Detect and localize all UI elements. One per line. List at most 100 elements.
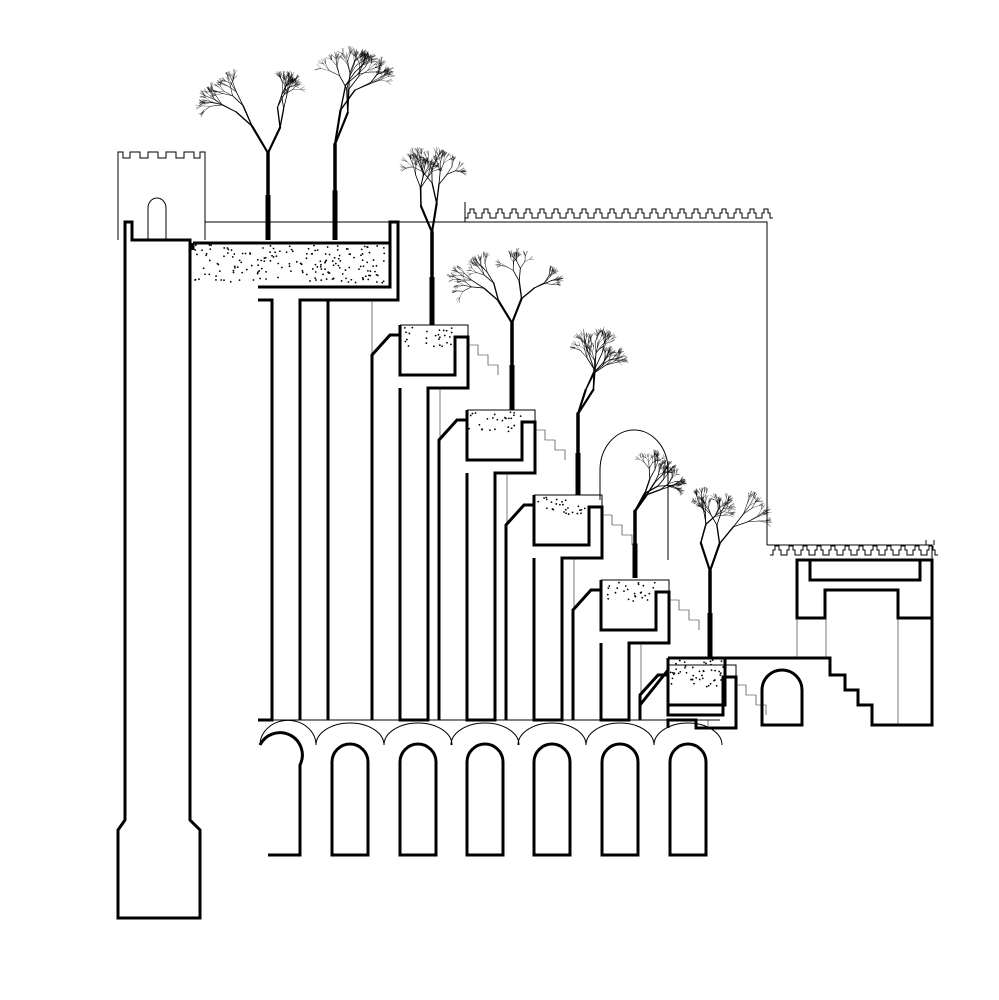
- soil-dot: [295, 260, 298, 263]
- soil-dot: [269, 251, 271, 254]
- soil-dot: [691, 666, 694, 669]
- soil-dot: [372, 265, 374, 268]
- arch-curve: [450, 722, 520, 746]
- soil-dot: [333, 256, 336, 259]
- soil-dot: [684, 665, 687, 667]
- soil-dot: [670, 682, 673, 685]
- soil-dot: [368, 251, 371, 254]
- soil-dot: [496, 418, 499, 421]
- soil-dot: [715, 685, 718, 687]
- soil-dot: [337, 264, 340, 267]
- soil-dot: [226, 247, 229, 249]
- soil-dot: [362, 265, 365, 268]
- soil-dot: [249, 253, 252, 255]
- soil-dot: [623, 590, 625, 593]
- soil-dot: [486, 417, 489, 420]
- soil-dot: [367, 278, 370, 281]
- soil-dot: [616, 587, 619, 589]
- stair-hint: [535, 429, 566, 460]
- soil-dot: [269, 244, 272, 247]
- soil-dot: [288, 262, 291, 265]
- soil-dot: [707, 684, 710, 687]
- soil-dot: [669, 671, 672, 674]
- soil-dot: [326, 246, 329, 248]
- soil-dot: [690, 678, 692, 681]
- soil-dot: [376, 274, 379, 277]
- soil-dot: [245, 268, 248, 271]
- left-tower: [116, 151, 206, 920]
- soil-dot: [280, 266, 283, 269]
- soil-dot: [369, 270, 372, 273]
- soil-dot: [709, 660, 712, 663]
- soil-dot: [713, 679, 716, 681]
- soil-dot: [443, 334, 446, 337]
- tree: [570, 326, 629, 495]
- arcade: [258, 719, 723, 857]
- soil-dot: [618, 581, 620, 584]
- soil-dot: [493, 413, 496, 416]
- soil-dot: [269, 259, 272, 262]
- planter-box: [465, 410, 537, 722]
- soil-dot: [404, 340, 407, 343]
- soil-dot: [510, 417, 513, 420]
- soil-dot: [405, 338, 408, 341]
- planter-box: [532, 495, 604, 722]
- soil-dot: [407, 345, 410, 347]
- soil-dot: [555, 498, 558, 501]
- soil-dot: [652, 586, 655, 589]
- soil-dot: [383, 252, 386, 255]
- planter-rim: [601, 579, 670, 592]
- soil-dot: [478, 423, 481, 426]
- soil-dot: [290, 270, 292, 273]
- terrace-step: [370, 324, 499, 722]
- soil-dot: [194, 278, 197, 281]
- soil-dot: [695, 676, 698, 679]
- soil-dot: [305, 257, 308, 260]
- soil-dot: [507, 430, 510, 433]
- soil-dot: [471, 412, 474, 415]
- soil-dot: [205, 254, 208, 257]
- soil-dot: [705, 685, 708, 688]
- soil-dot: [260, 259, 263, 262]
- soil-dot: [513, 414, 515, 417]
- soil-dot: [426, 330, 428, 333]
- soil-dot: [334, 262, 337, 265]
- soil-dot: [469, 414, 472, 417]
- soil-dot: [571, 511, 574, 514]
- soil-dot: [438, 329, 441, 331]
- soil-dot: [580, 512, 582, 515]
- soil-dot: [360, 248, 363, 251]
- soil-dot: [260, 267, 263, 270]
- sloped-column: [571, 588, 601, 720]
- soil-dot: [205, 252, 208, 255]
- soil-dot: [338, 266, 341, 269]
- soil-dot: [338, 254, 341, 257]
- soil-dot: [218, 270, 221, 273]
- soil-dot: [703, 661, 705, 664]
- soil-dot: [705, 662, 707, 665]
- soil-dot: [368, 274, 370, 277]
- soil-dot: [319, 263, 322, 266]
- soil-dot: [577, 505, 580, 508]
- soil-dot: [278, 250, 281, 253]
- soil-dot: [606, 593, 609, 596]
- soil-dot: [361, 253, 364, 255]
- soil-dot: [311, 252, 314, 255]
- soil-dot: [216, 262, 219, 265]
- stepped-terraces: [370, 324, 767, 730]
- soil-dot: [641, 596, 644, 599]
- soil-dot: [290, 248, 293, 251]
- soil-dot: [382, 280, 385, 283]
- soil-dot: [372, 259, 375, 261]
- stair-hint: [468, 344, 499, 375]
- crenellation: [465, 208, 773, 219]
- soil-dot: [509, 411, 512, 414]
- soil-dot: [234, 266, 236, 269]
- arch-curve: [315, 722, 385, 746]
- soil-dot: [561, 500, 563, 503]
- soil-dot: [227, 248, 230, 251]
- soil-dot: [438, 338, 440, 340]
- soil-dot: [325, 259, 328, 262]
- soil-dot: [489, 429, 491, 432]
- soil-dot: [375, 274, 378, 276]
